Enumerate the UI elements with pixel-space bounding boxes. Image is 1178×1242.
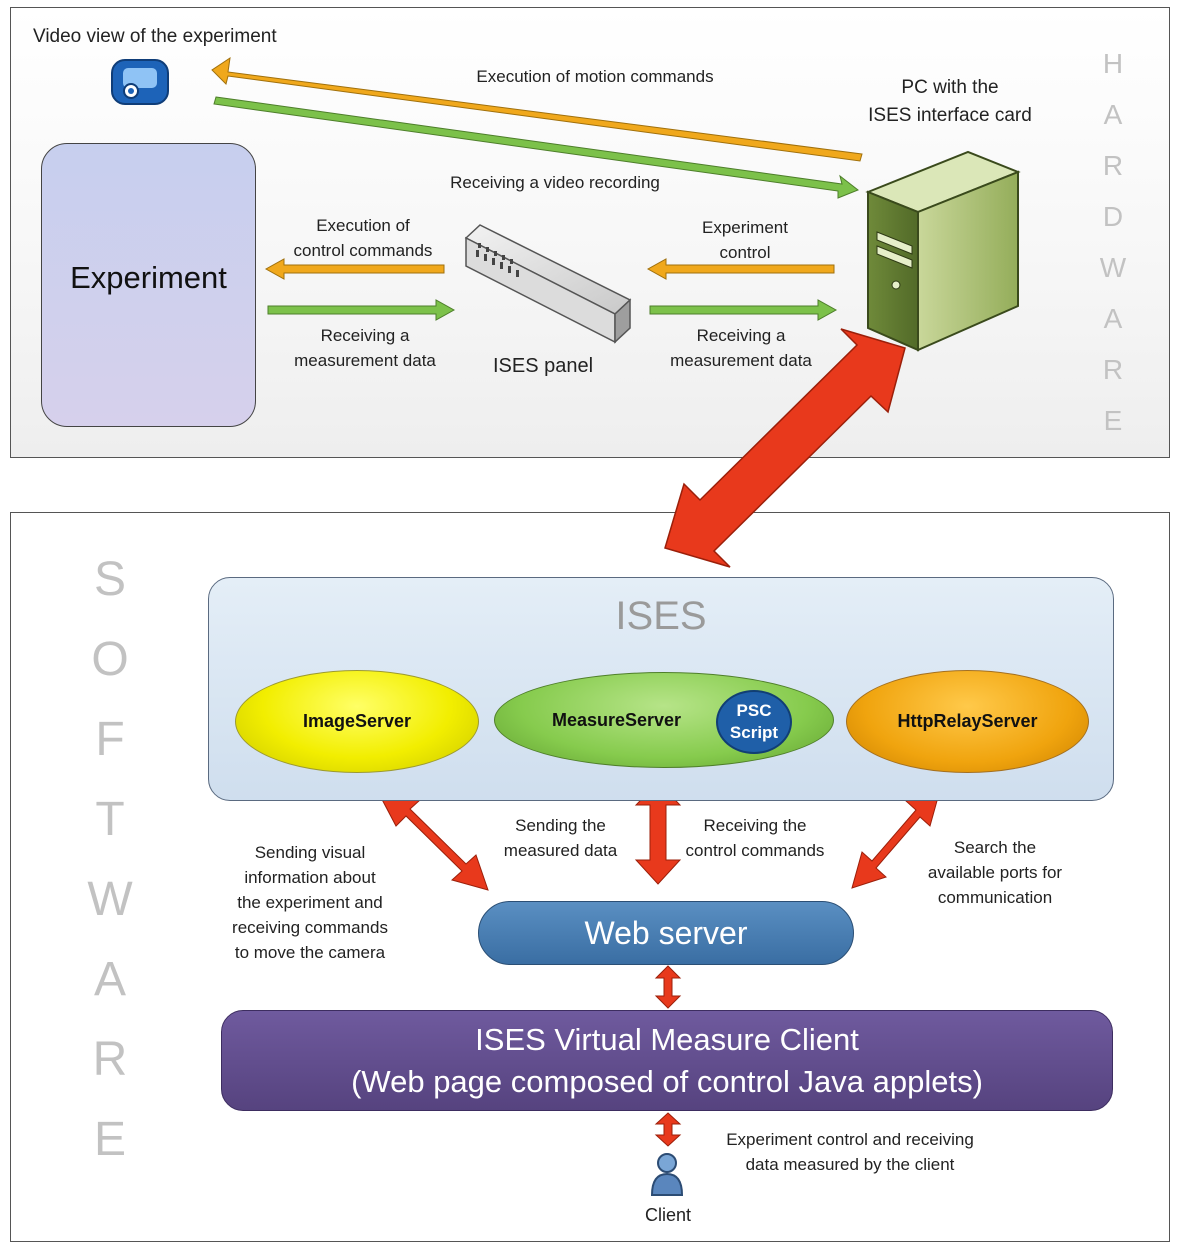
search-ports-label: Search the available ports for communica… xyxy=(927,838,1063,907)
ises-title: ISES xyxy=(615,594,707,638)
sending-measured-label: Sending the measured data xyxy=(503,816,618,860)
video-recording-arrow xyxy=(213,96,859,199)
measure-server-link-arrow xyxy=(634,781,682,885)
hardware-side-letter: H xyxy=(1102,48,1124,79)
image-server-node: ImageServer xyxy=(235,670,479,773)
hardware-side-letter: D xyxy=(1102,201,1124,232)
measurement-left-arrow xyxy=(267,299,456,321)
psc-script-node: PSC Script xyxy=(716,690,792,754)
ises-panel-label: ISES panel xyxy=(492,355,594,377)
control-commands-arrow xyxy=(264,258,445,280)
hardware-side-letter: E xyxy=(1103,405,1123,436)
hardware-side-letter: A xyxy=(1103,99,1123,130)
vmc-subtitle: (Web page composed of control Java apple… xyxy=(351,1063,983,1099)
image-server-label: ImageServer xyxy=(302,711,412,731)
measurement-right-label: Receiving a measurement data xyxy=(670,326,812,370)
experiment-control-label: Experiment control xyxy=(702,218,788,262)
client-note: Experiment control and receiving data me… xyxy=(726,1130,974,1174)
switch-panel-icon xyxy=(464,224,632,344)
motion-commands-label: Execution of motion commands xyxy=(476,67,714,86)
hardware-side-letter: R xyxy=(1102,354,1124,385)
measure-server-label: MeasureServer xyxy=(551,709,682,730)
web-server-label: Web server xyxy=(584,914,748,951)
pc-tower-icon xyxy=(865,150,1021,352)
software-side-letter: R xyxy=(92,1033,128,1086)
control-commands-label: Execution of control commands xyxy=(293,216,433,260)
web-server-node: Web server xyxy=(478,901,854,965)
software-side-letter: S xyxy=(93,553,126,606)
client-label: Client xyxy=(644,1205,692,1225)
client-link-arrow xyxy=(654,1112,682,1147)
software-side-letter: O xyxy=(91,633,129,686)
virtual-measure-client-box: ISES Virtual Measure Client (Web page co… xyxy=(221,1010,1113,1111)
hardware-side-letter: W xyxy=(1099,252,1127,283)
software-side-letter: F xyxy=(95,713,125,766)
sending-visual-label: Sending visual information about the exp… xyxy=(232,843,388,962)
experiment-label: Experiment xyxy=(70,260,227,295)
hardware-side-letter: A xyxy=(1103,303,1123,334)
http-relay-server-label: HttpRelayServer xyxy=(897,711,1038,731)
hardware-software-link-arrow xyxy=(664,328,906,568)
measurement-left-label: Receiving a measurement data xyxy=(294,326,436,370)
software-side-letter: W xyxy=(87,873,133,926)
software-side-letter: E xyxy=(93,1113,126,1166)
vmc-title: ISES Virtual Measure Client xyxy=(475,1021,859,1057)
software-side-letter: T xyxy=(95,793,125,846)
experiment-control-arrow xyxy=(646,258,835,280)
psc-script-label: PSC Script xyxy=(729,701,779,742)
http-relay-server-node: HttpRelayServer xyxy=(846,670,1089,773)
receiving-control-label: Receiving the control commands xyxy=(685,816,825,860)
video-recording-label: Receiving a video recording xyxy=(450,173,660,192)
web-server-client-link-arrow xyxy=(654,965,682,1009)
video-view-label: Video view of the experiment xyxy=(33,26,277,47)
hardware-side-letter: R xyxy=(1102,150,1124,181)
experiment-box: Experiment xyxy=(41,143,256,427)
software-side-letter: A xyxy=(93,953,126,1006)
image-server-link-arrow xyxy=(375,787,489,891)
measurement-right-arrow xyxy=(649,299,838,321)
pc-label: PC with the ISES interface card xyxy=(868,77,1032,126)
http-relay-link-arrow xyxy=(851,789,941,889)
camera-icon xyxy=(111,59,169,105)
measure-server-node: MeasureServer xyxy=(494,672,834,768)
client-user-icon xyxy=(650,1153,684,1196)
motion-commands-arrow xyxy=(211,56,863,162)
